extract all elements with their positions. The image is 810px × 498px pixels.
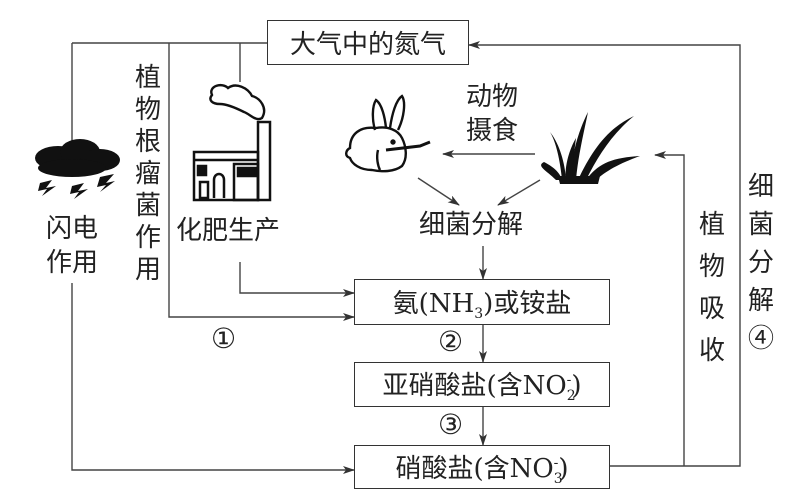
- root-nodule-label: 植物根瘤菌作用: [134, 63, 161, 285]
- ammonia-label: 氨(NH3)或铵盐: [392, 288, 572, 322]
- step-marker-1: ①: [211, 322, 237, 355]
- nitrate-node: 硝酸盐(含NO3-): [354, 445, 610, 489]
- animal-eating-label-line2: 摄食: [466, 116, 519, 146]
- step-marker-3: ③: [438, 408, 464, 441]
- nitrite-label: 亚硝酸盐(含NO2-): [382, 371, 582, 404]
- arrow-rabbit-to-decomp: [417, 177, 460, 206]
- bacterial-decomposition-label: 细菌分解: [419, 210, 524, 240]
- arrow-denitrification: [468, 41, 741, 467]
- atmospheric-nitrogen-label: 大气中的氮气: [289, 30, 446, 60]
- storm-cloud-icon: [35, 139, 120, 199]
- lightning-bolt-icon: [38, 180, 56, 196]
- step-marker-2: ②: [438, 325, 464, 358]
- rabbit-icon: [345, 94, 431, 173]
- lightning-bolt-icon: [70, 183, 88, 199]
- fertilizer-production-label: 化肥生产: [176, 216, 281, 246]
- arrow-fertilizer-to-ammonia: [239, 262, 355, 297]
- animal-eating-label-line1: 动物: [466, 82, 519, 112]
- lightning-label-line2: 作用: [46, 248, 99, 278]
- nitrite-node: 亚硝酸盐(含NO2-): [354, 362, 610, 407]
- arrow-lightning-to-nitrate-lower: [71, 283, 355, 474]
- nitrate-label: 硝酸盐(含NO3-): [395, 453, 569, 487]
- lightning-bolt-icon: [97, 174, 115, 192]
- ammonia-node: 氨(NH3)或铵盐: [354, 279, 610, 325]
- factory-icon: [192, 84, 272, 202]
- plant-absorption-label: 植物吸收: [698, 210, 725, 366]
- atmospheric-nitrogen-node: 大气中的氮气: [267, 20, 469, 65]
- arrow-root-nodule-to-ammonia: [168, 43, 355, 321]
- arrow-grass-to-decomp: [497, 179, 541, 206]
- grass-icon: [541, 112, 640, 184]
- arrow-plant-absorption: [654, 151, 685, 466]
- lightning-label-line1: 闪电: [46, 214, 99, 244]
- denitrification-label: 细菌分解④: [747, 172, 774, 354]
